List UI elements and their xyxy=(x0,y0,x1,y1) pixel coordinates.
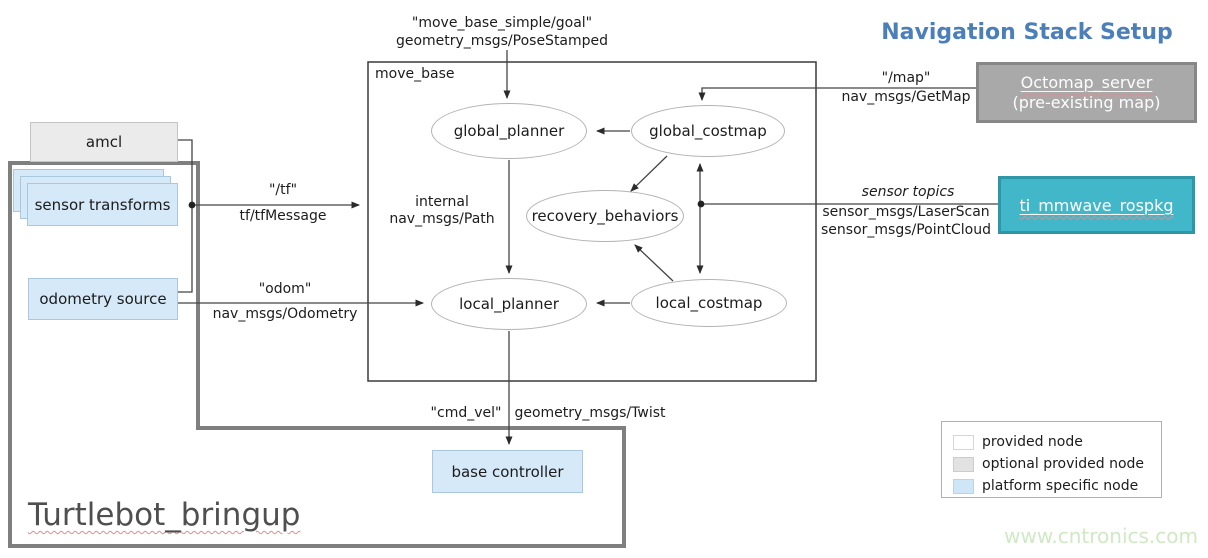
node-global-costmap: global_costmap xyxy=(631,105,785,157)
cmd-vel-type-label: geometry_msgs/Twist xyxy=(514,405,666,421)
global-costmap-to-recovery-arrow xyxy=(630,155,668,192)
node-recovery-behaviors: recovery_behaviors xyxy=(526,190,684,242)
legend-row-provided: provided node xyxy=(953,431,1161,453)
move-base-container-border xyxy=(367,61,817,382)
node-local-costmap: local_costmap xyxy=(631,279,787,327)
tf-topic-label: "/tf" xyxy=(268,182,298,198)
goal-type-label: geometry_msgs/PoseStamped xyxy=(395,33,609,49)
octomap-server-name: Octomap_server xyxy=(1020,72,1153,92)
legend-swatch-optional xyxy=(953,456,974,472)
legend-label-optional: optional provided node xyxy=(982,456,1145,472)
watermark: www.cntronics.com xyxy=(1004,524,1198,548)
sensor-type2-label: sensor_msgs/PointCloud xyxy=(821,222,991,238)
legend-label-platform: platform specific node xyxy=(982,478,1139,494)
node-ti-mmwave-rospkg: ti_mmwave_rospkg xyxy=(998,176,1195,234)
internal-label: internal xyxy=(415,194,469,210)
odom-topic-label: "odom" xyxy=(258,281,312,297)
turtlebot-bringup-border xyxy=(8,161,626,548)
sensor-junction-dot xyxy=(697,200,705,208)
legend-swatch-platform xyxy=(953,478,974,494)
cmd-vel-topic-label: "cmd_vel" xyxy=(430,405,502,421)
legend-swatch-provided xyxy=(953,434,974,450)
sensor-type1-label: sensor_msgs/LaserScan xyxy=(822,204,990,220)
sensor-topics-label: sensor topics xyxy=(861,184,955,200)
legend-box: provided node optional provided node pla… xyxy=(941,421,1162,498)
turtlebot-bringup-label: Turtlebot_bringup xyxy=(28,497,301,533)
odom-type-label: nav_msgs/Odometry xyxy=(212,306,358,322)
odometry-tf-bus-line xyxy=(178,205,193,293)
tf-type-label: tf/tfMessage xyxy=(239,208,327,224)
legend-label-provided: provided node xyxy=(982,434,1083,450)
node-amcl: amcl xyxy=(30,122,178,162)
map-arrow xyxy=(698,87,976,101)
node-odometry-source: odometry source xyxy=(28,278,178,320)
octomap-server-subtitle: (pre-existing map) xyxy=(1012,92,1161,112)
legend-row-platform: platform specific node xyxy=(953,475,1161,497)
amcl-connector-line xyxy=(178,139,193,205)
node-sensor-transforms: sensor transforms xyxy=(27,183,178,226)
node-base-controller: base controller xyxy=(432,450,583,493)
goal-topic-label: "move_base_simple/goal" xyxy=(411,15,593,31)
map-type-label: nav_msgs/GetMap xyxy=(841,89,971,105)
legend-row-optional: optional provided node xyxy=(953,453,1161,475)
move-base-label: move_base xyxy=(375,66,455,82)
tf-junction-dot xyxy=(188,201,196,209)
node-global-planner: global_planner xyxy=(431,103,587,159)
map-topic-label: "/map" xyxy=(881,70,931,86)
internal-type-label: nav_msgs/Path xyxy=(389,211,495,227)
ti-mmwave-name: ti_mmwave_rospkg xyxy=(1019,195,1174,215)
node-local-planner: local_planner xyxy=(431,278,587,330)
local-costmap-to-recovery-arrow xyxy=(634,244,674,282)
node-octomap-server: Octomap_server (pre-existing map) xyxy=(976,62,1197,123)
page-title: Navigation Stack Setup xyxy=(881,20,1173,45)
